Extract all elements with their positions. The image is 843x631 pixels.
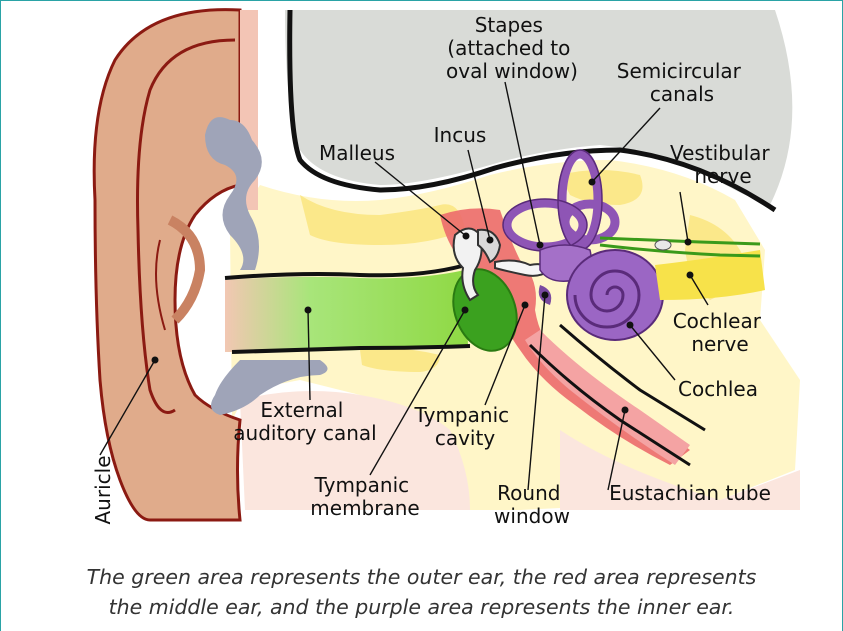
- label-incus: Incus: [434, 123, 487, 147]
- caption-line-2: the middle ear, and the purple area repr…: [0, 592, 843, 622]
- ear-anatomy-diagram: Stapes (attached to oval window) Semicir…: [0, 0, 843, 560]
- label-tympanic-membrane: Tympanic membrane: [310, 473, 419, 520]
- figure-caption: The green area represents the outer ear,…: [0, 562, 843, 622]
- label-malleus: Malleus: [319, 141, 395, 165]
- cochlea-shape: [567, 250, 663, 340]
- auricle-shape: [94, 10, 240, 520]
- nerve-ganglion: [655, 240, 671, 250]
- label-auricle: Auricle: [91, 456, 115, 525]
- label-cochlea: Cochlea: [678, 377, 758, 401]
- caption-line-1: The green area represents the outer ear,…: [0, 562, 843, 592]
- label-eustachian-tube: Eustachian tube: [609, 481, 771, 505]
- external-auditory-canal: [225, 270, 468, 352]
- label-round-window: Round window: [494, 481, 570, 528]
